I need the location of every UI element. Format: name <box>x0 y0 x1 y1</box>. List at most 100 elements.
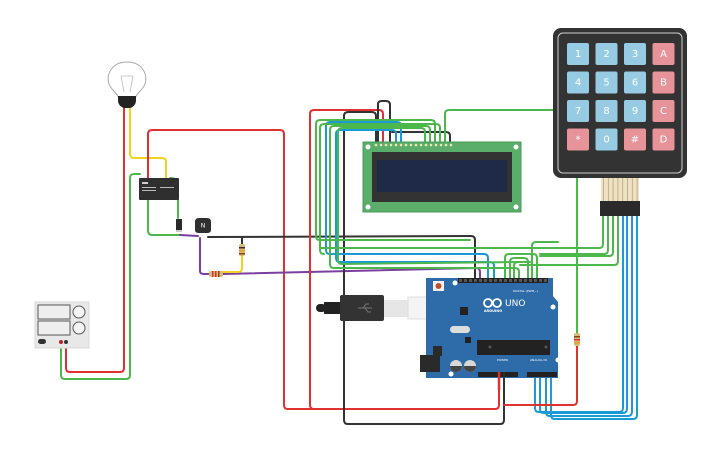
keypad-key-label: * <box>576 135 581 146</box>
digital-pin[interactable] <box>514 279 517 282</box>
lcd-pin[interactable] <box>389 143 393 147</box>
lcd-pin[interactable] <box>439 143 443 147</box>
keypad-key[interactable]: # <box>624 128 646 151</box>
wire-purple-transistor-resistor[interactable] <box>199 237 211 275</box>
wire-purple-resistor-arduino[interactable] <box>221 267 481 279</box>
digital-pin[interactable] <box>469 279 472 282</box>
lcd-pin[interactable] <box>434 143 438 147</box>
wire-red-lamp-supply[interactable] <box>65 104 125 373</box>
lcd-pin[interactable] <box>394 143 398 147</box>
resistor-keypad[interactable] <box>574 333 580 346</box>
lcd-pin[interactable] <box>379 143 383 147</box>
voltage-knob[interactable] <box>72 305 86 319</box>
wire-purple-diode-transistor[interactable] <box>179 234 199 237</box>
digital-pin[interactable] <box>504 279 507 282</box>
keypad-key[interactable]: D <box>652 128 675 151</box>
keypad-connector[interactable] <box>600 201 640 216</box>
resistor-horizontal[interactable] <box>209 271 223 277</box>
wire-green-lcd-1[interactable] <box>315 119 471 241</box>
arduino-uno[interactable]: ARDUINO UNO DIGITAL (PWM~) POWER ANALOG … <box>420 278 561 390</box>
wire-black-lcd-gnd-1[interactable] <box>377 100 391 145</box>
wire-green-digital-d[interactable] <box>531 241 559 279</box>
wire-green-supply-relay[interactable] <box>60 173 141 380</box>
keypad-key[interactable]: A <box>652 43 675 65</box>
digital-pin[interactable] <box>524 279 527 282</box>
wire-red-resistor-right[interactable] <box>503 345 578 406</box>
lcd-pin[interactable] <box>374 143 378 147</box>
wire-green-lcd-3[interactable] <box>329 125 520 279</box>
digital-pin[interactable] <box>494 279 497 282</box>
wire-red-relay-power[interactable] <box>147 129 500 410</box>
keypad-key[interactable]: 6 <box>624 71 646 94</box>
wire-black-transistor-gnd[interactable] <box>207 235 476 279</box>
keypad-key[interactable]: 7 <box>567 100 589 122</box>
lcd-pin[interactable] <box>449 143 453 147</box>
wire-green-keypad-1[interactable] <box>319 215 604 249</box>
wire-blue-keypad-4[interactable] <box>550 215 638 420</box>
relay[interactable] <box>139 178 179 200</box>
dc-jack[interactable] <box>420 355 440 372</box>
lcd-pin[interactable] <box>414 143 418 147</box>
lcd-screen <box>377 160 507 192</box>
wire-black-lcd-top[interactable] <box>391 131 451 145</box>
wire-blue-keypad-3[interactable] <box>545 215 633 417</box>
wire-blue-keypad-2[interactable] <box>539 215 628 414</box>
reset-button[interactable] <box>435 283 442 289</box>
lcd-pin[interactable] <box>384 143 388 147</box>
digital-pin[interactable] <box>529 279 532 282</box>
lcd-pin[interactable] <box>424 143 428 147</box>
digital-pin[interactable] <box>509 279 512 282</box>
digital-pin[interactable] <box>464 279 467 282</box>
wire-green-lcd-2[interactable] <box>319 123 441 255</box>
diode[interactable] <box>176 219 182 232</box>
lcd-pin[interactable] <box>444 143 448 147</box>
wire-green-digital-a[interactable] <box>504 253 538 279</box>
dc-power-supply[interactable] <box>34 301 90 349</box>
usb-cable[interactable] <box>316 295 435 321</box>
keypad-key[interactable]: 3 <box>624 43 646 65</box>
keypad-key[interactable]: * <box>567 128 589 151</box>
digital-pin[interactable] <box>479 279 482 282</box>
keypad-key[interactable]: 5 <box>595 71 618 94</box>
digital-pin[interactable] <box>459 279 462 282</box>
lcd-pin[interactable] <box>404 143 408 147</box>
lcd-pin[interactable] <box>419 143 423 147</box>
lcd-16x2[interactable] <box>362 141 522 213</box>
wire-blue-lcd-1[interactable] <box>325 121 489 279</box>
keypad-key[interactable]: 9 <box>624 100 646 122</box>
wire-green-keypad-4[interactable] <box>519 215 619 266</box>
power-switch[interactable] <box>38 339 46 344</box>
wire-green-digital-b[interactable] <box>509 257 529 279</box>
keypad-key[interactable]: C <box>652 100 675 122</box>
lcd-pin[interactable] <box>409 143 413 147</box>
wire-red-lcd-vcc[interactable] <box>309 109 384 410</box>
lcd-pin[interactable] <box>429 143 433 147</box>
wire-green-keypad-2[interactable] <box>539 215 609 255</box>
digital-pin[interactable] <box>544 279 547 282</box>
keypad-key[interactable]: 8 <box>595 100 618 122</box>
lcd-pin[interactable] <box>399 143 403 147</box>
current-knob[interactable] <box>72 321 86 335</box>
digital-pin[interactable] <box>499 279 502 282</box>
resistor-vertical[interactable] <box>239 244 245 256</box>
digital-pin[interactable] <box>474 279 477 282</box>
wire-green-lcd-keypad[interactable] <box>444 109 557 145</box>
digital-pin[interactable] <box>489 279 492 282</box>
digital-pin[interactable] <box>539 279 542 282</box>
wire-green-digital-c[interactable] <box>513 261 531 279</box>
keypad-key[interactable]: B <box>652 71 675 94</box>
keypad-key[interactable]: 2 <box>595 43 618 65</box>
light-bulb[interactable] <box>107 61 147 108</box>
wire-green-lcd-4[interactable] <box>337 127 521 265</box>
wire-green-keypad-3[interactable] <box>539 215 614 257</box>
npn-transistor[interactable]: N <box>195 218 211 233</box>
keypad-key[interactable]: 0 <box>595 128 618 151</box>
digital-pin[interactable] <box>519 279 522 282</box>
wire-yellow-resistor[interactable] <box>219 255 243 273</box>
keypad-key[interactable]: 4 <box>567 71 589 94</box>
keypad-key[interactable]: 1 <box>567 43 589 65</box>
digital-pin[interactable] <box>534 279 537 282</box>
digital-pin[interactable] <box>484 279 487 282</box>
